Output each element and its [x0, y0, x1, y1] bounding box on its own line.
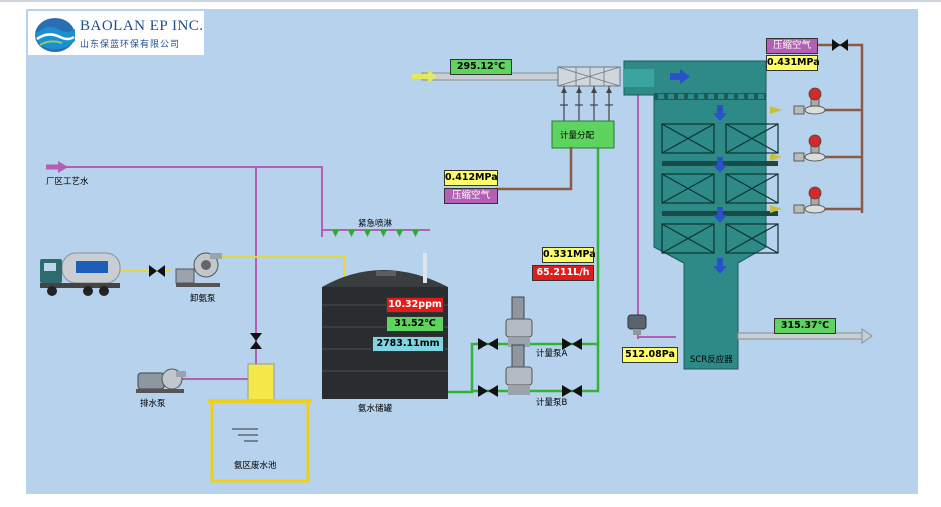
compressed-air-pipe: [496, 43, 864, 213]
process-water-pipe: [46, 88, 676, 380]
process-diagram: [40, 39, 873, 483]
emergency-spray-label: 紧急喷淋: [358, 219, 393, 229]
waste-pool-label: 氨区废水池: [234, 461, 277, 471]
unload-pump-label: 卸氨泵: [190, 294, 216, 304]
scr-reactor: [623, 60, 779, 370]
factory-water-label: 厂区工艺水: [46, 177, 89, 187]
scr-reactor-label: SCR反应器: [690, 355, 733, 365]
metering-pump-icon[interactable]: [505, 296, 533, 347]
compressed-air-label-left: 压缩空气: [444, 188, 498, 204]
inlet-temp-readout: 295.12℃: [450, 59, 512, 75]
flow-arrow-icon: [58, 161, 68, 173]
centrifugal-pump-icon[interactable]: [136, 368, 186, 393]
waste-water-pool: [208, 363, 312, 483]
reactor-pressure-readout: 512.08Pa: [622, 347, 678, 363]
logo-name-cn: 山东保蓝环保有限公司: [80, 40, 181, 50]
tank-concentration-readout: 10.32ppm: [386, 297, 444, 313]
tank-level-readout: 2783.11mm: [372, 336, 444, 352]
ammonia-tanker-truck-icon: [40, 252, 121, 296]
flue-gas-inlet-pipe: [412, 66, 621, 87]
injection-lines: [560, 86, 613, 123]
flow-arrow-icon: [670, 69, 727, 274]
pressure-transmitter-icon[interactable]: [627, 314, 647, 335]
valve-icon[interactable]: [149, 265, 165, 277]
outlet-temp-readout: 315.37℃: [774, 318, 836, 334]
valve-icon[interactable]: [478, 338, 582, 397]
scada-screen: BAOLAN EP INC. 山东保蓝环保有限公司: [26, 9, 918, 494]
air-pressure-left-readout: 0.412MPa: [444, 170, 498, 186]
spray-nozzle-icon: [332, 230, 419, 237]
meter-distribution-box[interactable]: [551, 120, 615, 149]
meter-pump-b-label: 计量泵B: [536, 398, 568, 408]
meter-distribution-label: 计量分配: [560, 131, 595, 141]
catalyst-layers: [661, 123, 779, 254]
drain-pump-label: 排水泵: [140, 399, 166, 409]
metering-pump-icon[interactable]: [505, 344, 533, 395]
logo-name-en: BAOLAN EP INC.: [80, 18, 204, 34]
globe-logo-icon: [35, 18, 75, 52]
company-logo: BAOLAN EP INC. 山东保蓝环保有限公司: [28, 11, 204, 55]
control-valve-icon[interactable]: [770, 87, 826, 214]
compressed-air-label-top: 压缩空气: [766, 38, 818, 54]
flow-arrow-icon: [561, 87, 612, 93]
flow-rate-readout: 65.211L/h: [532, 265, 594, 281]
valve-icon[interactable]: [832, 39, 848, 51]
centrifugal-pump-icon[interactable]: [175, 252, 222, 287]
window-top-border: [0, 0, 941, 2]
meter-pump-a-label: 计量泵A: [536, 349, 568, 359]
ammonia-tank-label: 氨水储罐: [358, 404, 393, 414]
pump-pressure-readout: 0.331MPa: [542, 247, 596, 263]
valve-icon[interactable]: [250, 333, 262, 349]
tank-temp-readout: 31.52℃: [386, 316, 444, 332]
air-pressure-top-readout: 0.431MPa: [766, 55, 820, 71]
